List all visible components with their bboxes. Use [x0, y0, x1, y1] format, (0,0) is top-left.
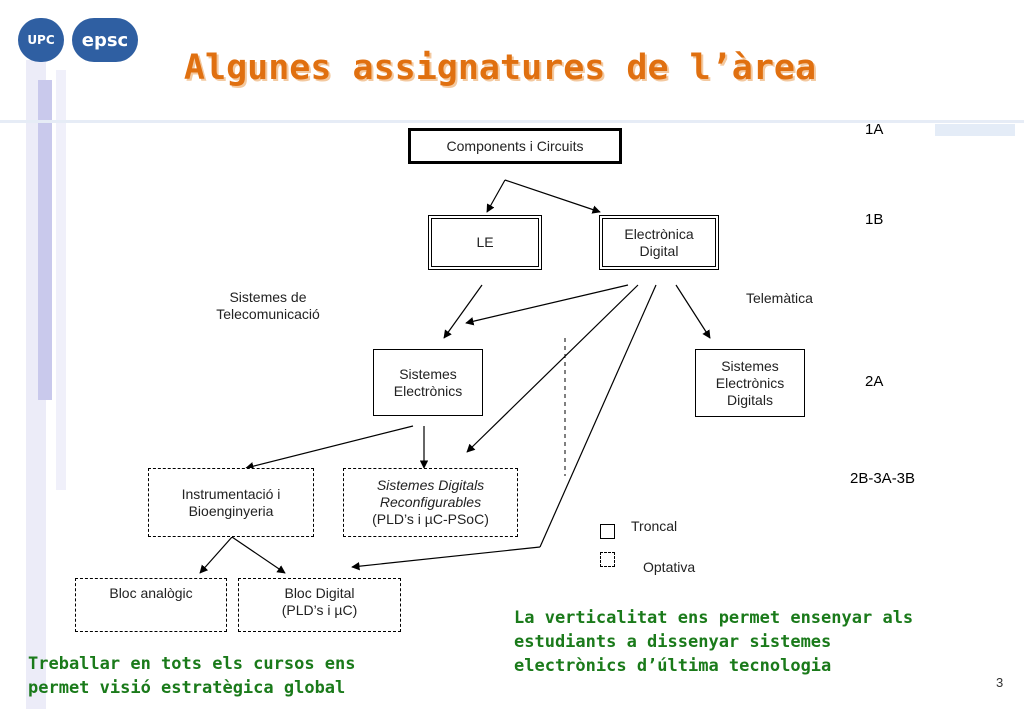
box-sdr-line1: Sistemes Digitals: [376, 477, 485, 493]
box-se-line1: Sistemes: [399, 365, 457, 382]
arrow-components-ed: [504, 179, 601, 214]
note-treballar-line1: Treballar en tots els cursos ens: [28, 654, 356, 674]
box-sdr-line2: Reconfigurables: [379, 494, 482, 510]
box-instr-line2: Bioenginyeria: [188, 502, 274, 519]
box-components-circuits-label: Components i Circuits: [446, 137, 584, 154]
box-sistemes-electronics-digitals: Sistemes Electrònics Digitals: [695, 349, 805, 417]
legend-optativa-swatch: [600, 552, 615, 567]
decor-bar-left-2: [38, 80, 52, 400]
year-2b-3a-3b: 2B-3A-3B: [850, 470, 916, 487]
box-bd-line1: Bloc Digital: [284, 585, 355, 601]
year-2a: 2A: [865, 373, 884, 390]
arrow-components-le: [486, 179, 506, 213]
note-verticalitat-line2: estudiants a dissenyar sistemes: [514, 632, 832, 652]
page-number: 3: [996, 675, 1004, 690]
year-1a: 1A: [865, 121, 884, 138]
box-sistemes-digitals-reconfigurables: Sistemes Digitals Reconfigurables (PLD’s…: [343, 468, 518, 537]
note-verticalitat: La verticalitat ens permet ensenyar als …: [514, 606, 913, 678]
box-sed-line3: Digitals: [727, 391, 773, 408]
decor-bar-right: [935, 124, 1015, 136]
decor-bar-left-3: [56, 70, 66, 490]
box-sdr-line3: (PLD’s i µC-PSoC): [372, 511, 489, 527]
box-ed-line1: Electrònica: [624, 225, 694, 242]
upc-logo: UPC: [18, 18, 64, 62]
epsc-logo-text: epsc: [81, 29, 129, 51]
box-sistemes-electronics: Sistemes Electrònics: [373, 349, 483, 416]
box-sed-line1: Sistemes: [721, 357, 779, 374]
arrow-ed-bloc-digital-end: [351, 546, 541, 571]
legend-troncal-label: Troncal: [631, 518, 678, 534]
box-instrumentacio: Instrumentació i Bioenginyeria: [148, 468, 314, 537]
legend-optativa-label: Optativa: [643, 559, 696, 575]
legend-troncal-swatch: [600, 524, 615, 539]
label-sistemes-telecomunicacio: Sistemes de Telecomunicació: [212, 289, 324, 323]
box-ed-line2: Digital: [639, 242, 679, 259]
arrow-ed-sed: [675, 284, 711, 339]
arrow-instr-digital: [231, 536, 286, 574]
box-bloc-analogic-label: Bloc analògic: [109, 585, 193, 601]
arrow-ed-se: [465, 284, 629, 326]
box-sed-line2: Electrònics: [715, 374, 785, 391]
decor-bar-top: [0, 120, 1024, 123]
note-verticalitat-line3: electrònics d’última tecnologia: [514, 656, 832, 676]
box-le-label: LE: [476, 234, 494, 250]
box-le: LE: [428, 215, 542, 270]
box-components-circuits: Components i Circuits: [408, 128, 622, 164]
label-st-line2: Telecomunicació: [216, 306, 320, 322]
label-st-line1: Sistemes de: [229, 289, 307, 305]
box-se-line2: Electrònics: [393, 382, 463, 399]
box-electronica-digital: Electrònica Digital: [599, 215, 719, 270]
year-1b: 1B: [865, 211, 884, 228]
box-instr-line1: Instrumentació i: [181, 485, 281, 502]
arrow-instr-analog: [199, 536, 233, 574]
box-bd-line2: (PLD’s i µC): [281, 602, 358, 618]
box-bloc-digital: Bloc Digital (PLD’s i µC): [238, 578, 401, 632]
box-bloc-analogic: Bloc analògic: [75, 578, 227, 632]
slide-title: Algunes assignatures de l’àrea: [183, 48, 817, 88]
arrow-le-se: [443, 284, 483, 339]
arrow-ed-bloc-digital: [539, 284, 657, 548]
note-verticalitat-line1: La verticalitat ens permet ensenyar als: [514, 608, 914, 628]
upc-logo-text: UPC: [27, 33, 55, 47]
epsc-logo: epsc: [72, 18, 138, 62]
label-telematica: Telemàtica: [746, 290, 813, 306]
arrow-ed-sdr: [466, 284, 639, 453]
note-treballar: Treballar en tots els cursos ens permet …: [28, 652, 356, 700]
note-treballar-line2: permet visió estratègica global: [28, 678, 346, 698]
arrow-se-instr: [245, 425, 414, 471]
